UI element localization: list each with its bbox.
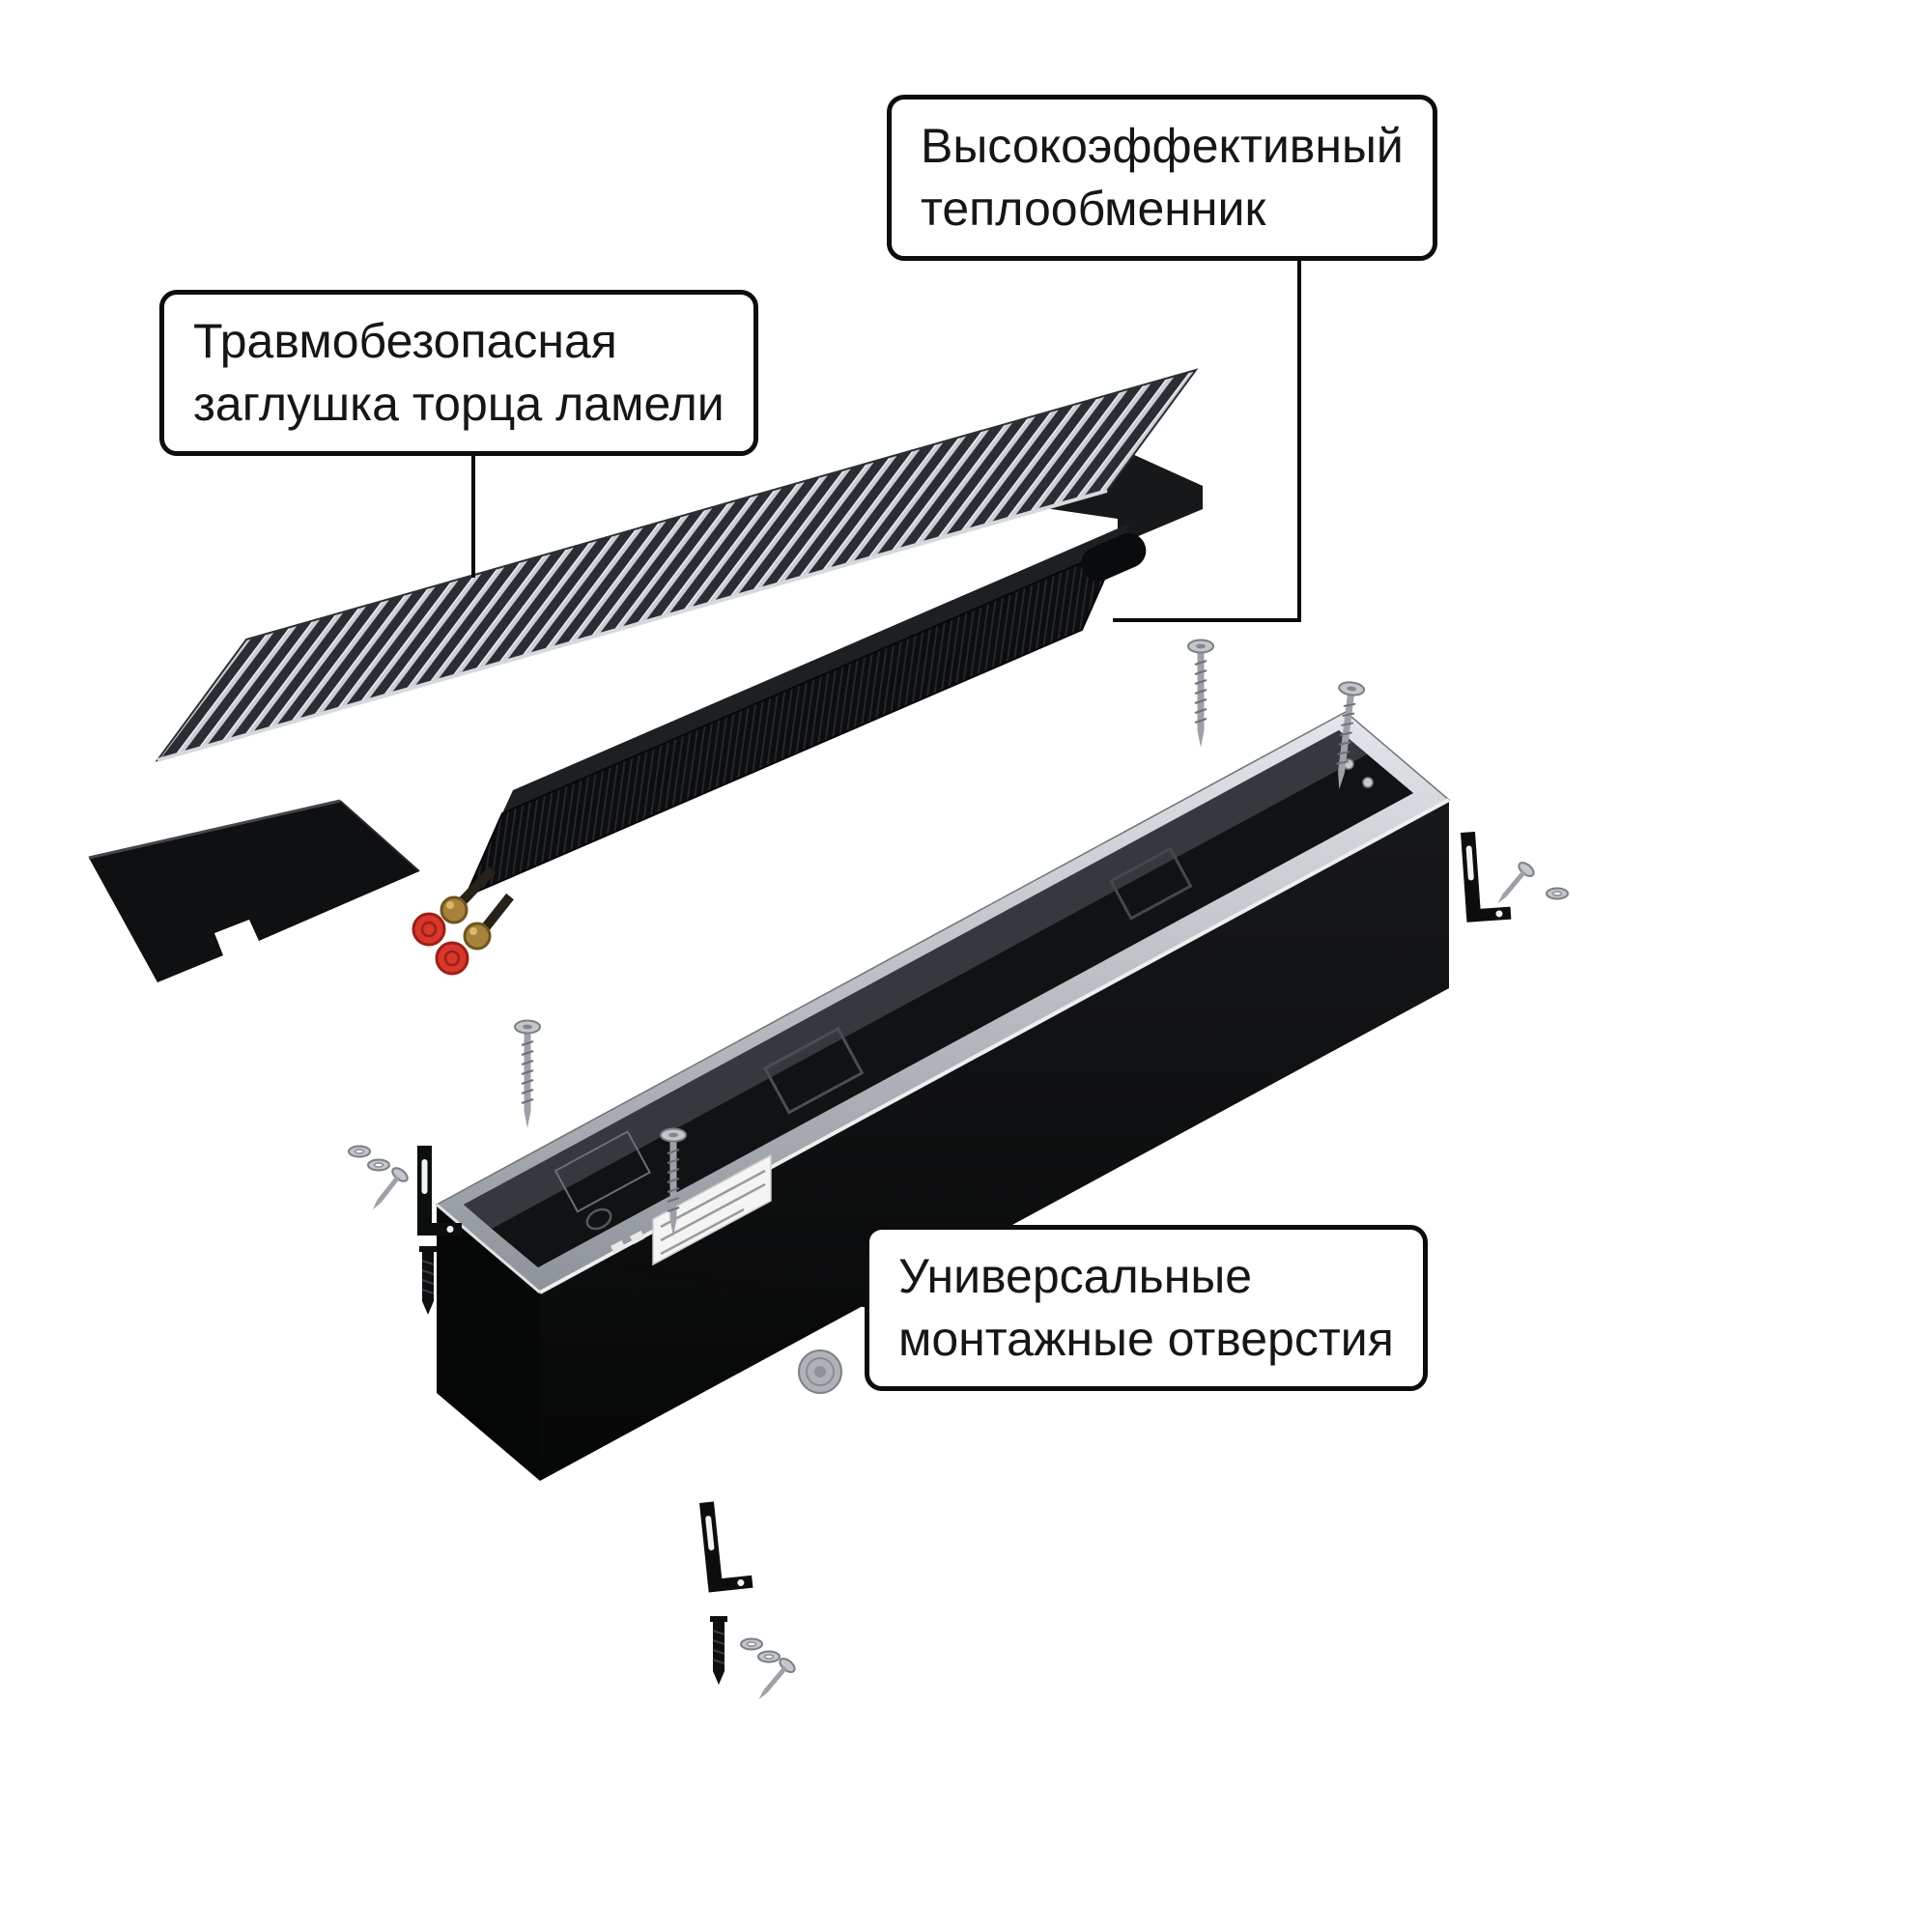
certification-mark — [610, 1239, 626, 1254]
callout-line-heat-exchanger — [1113, 251, 1301, 622]
small-screw — [364, 1164, 412, 1216]
washer — [740, 1637, 763, 1651]
heat-exchanger-pipe-bend — [1081, 533, 1147, 582]
callout-text: Высокоэффективный — [921, 119, 1404, 173]
mounting-bracket — [1461, 829, 1512, 923]
inner-divider — [762, 1026, 865, 1115]
casing-end-wall — [437, 1205, 540, 1481]
callout-text: теплообменник — [921, 182, 1266, 236]
washer — [1546, 887, 1569, 900]
callout-mounting-holes: Универсальные монтажные отверстия — [865, 1225, 1428, 1391]
cable-grommet — [798, 1350, 842, 1394]
casing-front-wall — [540, 800, 1449, 1481]
red-protection-cap — [412, 912, 446, 947]
callout-text: Универсальные — [898, 1249, 1253, 1303]
casing-inner-far-wall — [464, 730, 1367, 1229]
rim-end-highlight — [436, 1203, 541, 1294]
red-protection-cap — [435, 941, 469, 976]
washer — [367, 1158, 390, 1172]
brass-fitting — [440, 895, 469, 924]
trench-casing — [435, 711, 1451, 1481]
mounting-screw — [1187, 639, 1214, 749]
roll-grille — [155, 368, 1199, 762]
washer — [348, 1145, 371, 1158]
end-cover-plate — [88, 799, 420, 982]
certification-mark — [630, 1230, 645, 1244]
wall-anchor — [709, 1615, 728, 1686]
small-screw — [751, 1655, 799, 1707]
brass-fitting — [463, 922, 492, 951]
mounting-screw — [514, 1019, 541, 1129]
mounting-bracket — [699, 1498, 753, 1593]
inner-divider — [1108, 846, 1193, 921]
heat-exchanger-fins — [464, 545, 1121, 898]
callout-lamella-cap: Травмобезопасная заглушка торца ламели — [159, 290, 758, 456]
rim-screw — [1362, 777, 1374, 788]
grille-front-edge — [156, 489, 1108, 762]
callout-text: монтажные отверстия — [898, 1312, 1394, 1366]
floor-sticker-outline — [554, 1130, 651, 1213]
heat-exchanger-top-face — [502, 524, 1129, 813]
floor-hole — [585, 1208, 612, 1231]
product-label — [652, 1153, 772, 1266]
callout-heat-exchanger: Высокоэффективный теплообменник — [887, 95, 1437, 261]
callout-text: заглушка торца ламели — [193, 377, 724, 431]
heat-exchanger — [412, 524, 1147, 976]
callout-text: Травмобезопасная — [193, 314, 617, 368]
callout-line-mounting-holes — [625, 1265, 870, 1308]
small-screw — [1490, 859, 1538, 911]
casing-floor — [492, 754, 1413, 1267]
wall-anchor — [418, 1245, 438, 1316]
washer — [757, 1650, 781, 1663]
